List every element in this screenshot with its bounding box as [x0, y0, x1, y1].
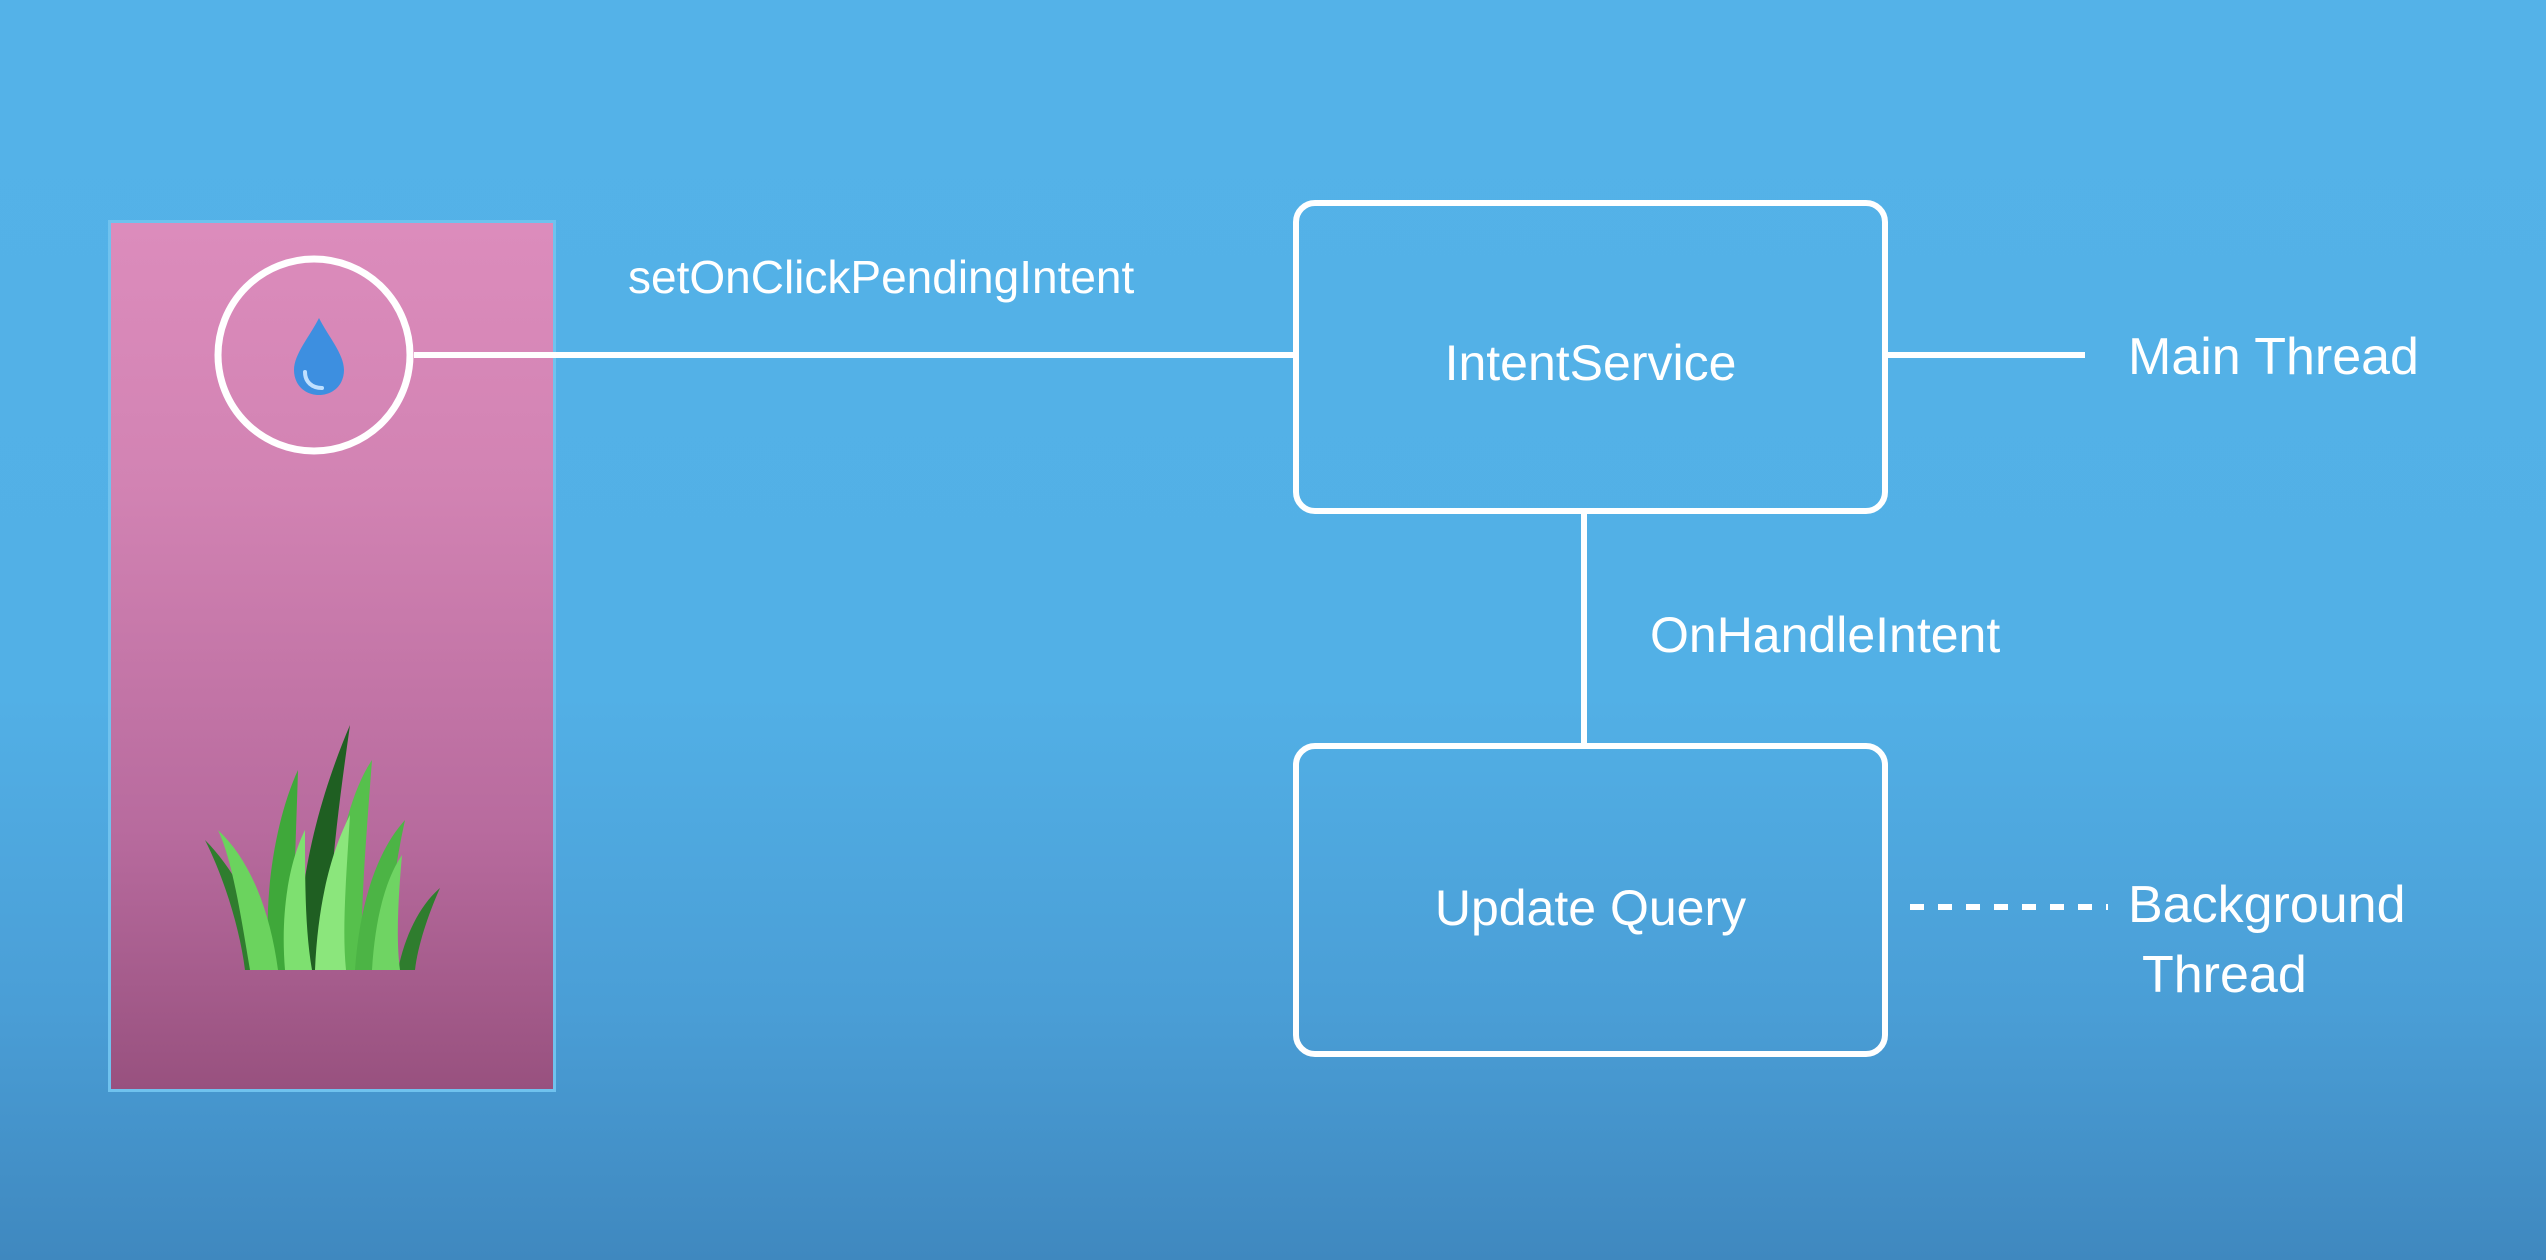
intent-service-label: IntentService: [1444, 335, 1737, 391]
update-query-node: Update Query: [1293, 743, 1888, 1057]
water-button[interactable]: [214, 255, 414, 455]
handle-intent-label: OnHandleIntent: [1650, 607, 2001, 663]
water-drop-icon: [294, 318, 344, 395]
intent-service-node: IntentService: [1293, 200, 1888, 514]
grass-plant-icon: [205, 725, 440, 970]
background-thread-label-line1: Background: [2128, 876, 2406, 934]
main-thread-label: Main Thread: [2128, 328, 2419, 386]
background-thread-label-line2: Thread: [2142, 946, 2307, 1004]
pending-intent-label: setOnClickPendingIntent: [628, 251, 1135, 303]
update-query-label: Update Query: [1434, 880, 1747, 936]
